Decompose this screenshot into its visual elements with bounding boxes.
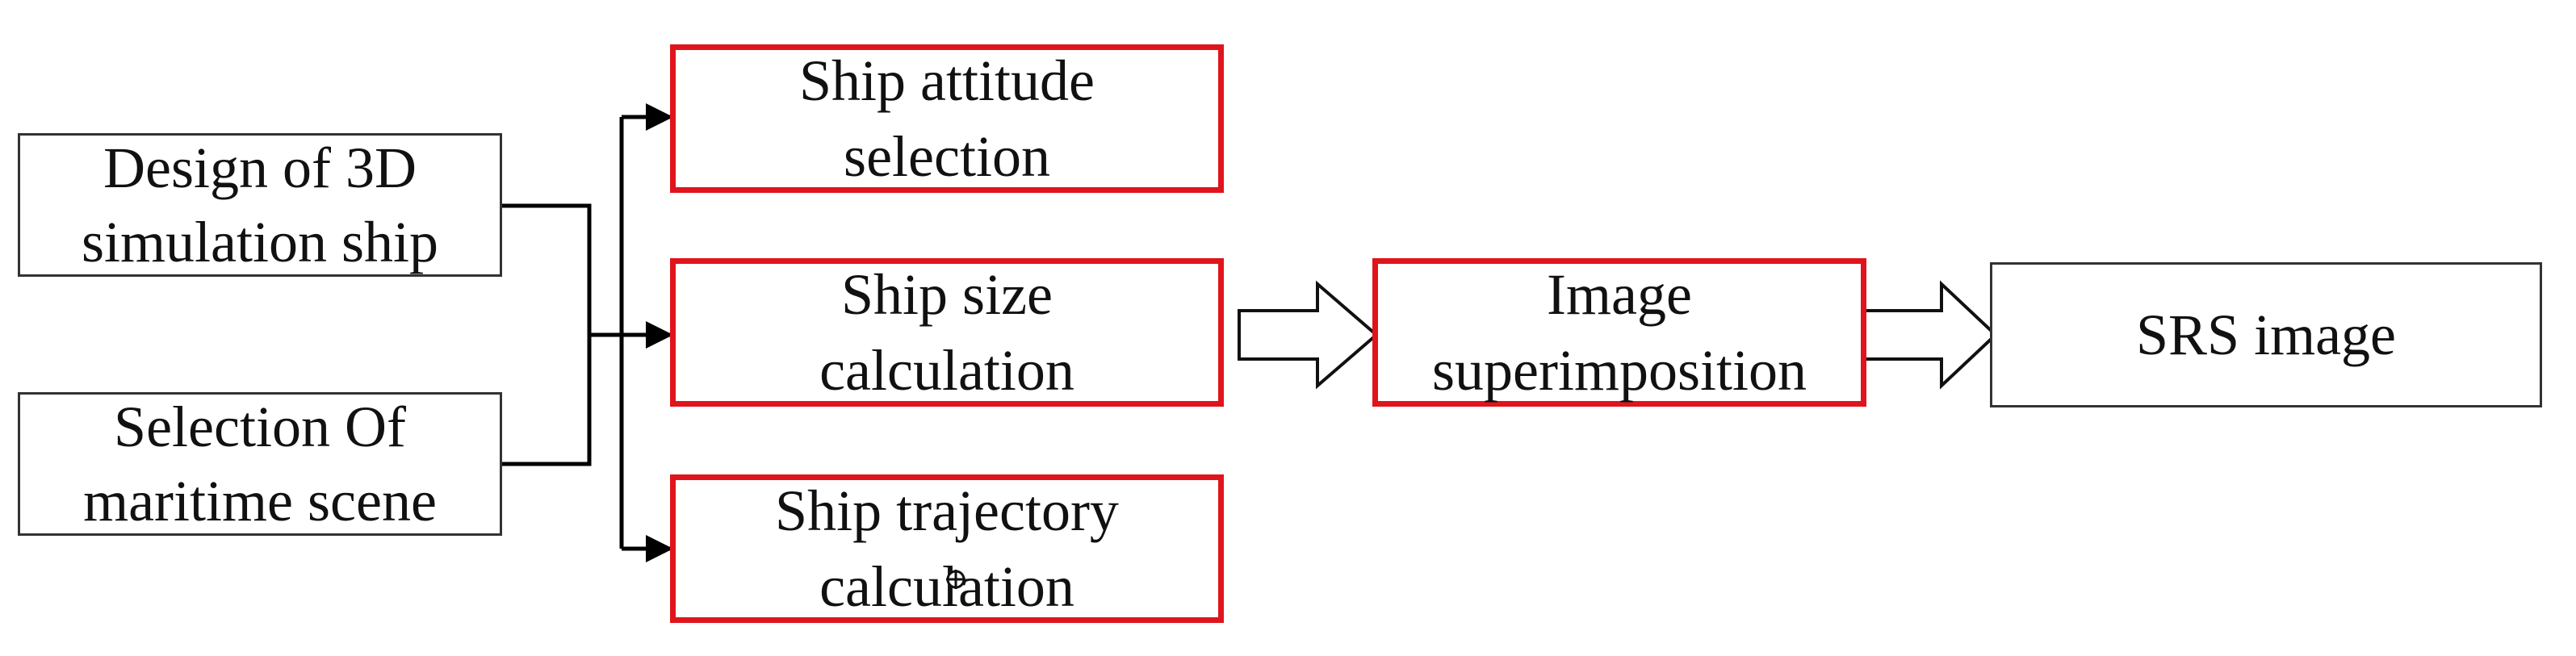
connector-design-to-bus	[501, 203, 592, 335]
design-ship-box: Design of 3D simulation ship	[18, 133, 502, 277]
arrowhead-size	[646, 321, 673, 349]
ship-size-box: Ship size calculation	[670, 258, 1224, 407]
ship-size-line2: calculation	[819, 338, 1074, 403]
superimposition-line1: Image	[1547, 262, 1692, 327]
maritime-scene-box: Selection Of maritime scene	[18, 392, 502, 536]
ship-size-line1: Ship size	[841, 262, 1053, 327]
srs-image-label: SRS image	[2135, 303, 2397, 367]
connector-scene-to-bus	[501, 335, 592, 466]
maritime-scene-line2: maritime scene	[83, 469, 437, 533]
ship-trajectory-line1: Ship trajectory	[775, 478, 1119, 543]
cursor-crosshair-icon	[946, 570, 965, 589]
ship-attitude-line2: selection	[844, 124, 1050, 189]
block-arrow-to-output	[1863, 280, 1998, 390]
maritime-scene-line1: Selection Of	[114, 395, 406, 459]
superimposition-line2: superimposition	[1432, 338, 1807, 403]
arrowhead-trajectory	[646, 535, 673, 562]
srs-image-box: SRS image	[1990, 262, 2542, 407]
ship-attitude-line1: Ship attitude	[799, 48, 1095, 113]
block-arrow-to-superimposition	[1238, 280, 1380, 390]
design-ship-line1: Design of 3D	[103, 136, 417, 200]
design-ship-line2: simulation ship	[81, 210, 439, 274]
image-superimposition-box: Image superimposition	[1372, 258, 1866, 407]
ship-attitude-box: Ship attitude selection	[670, 44, 1224, 193]
ship-trajectory-box: Ship trajectory calculation	[670, 474, 1224, 623]
arrowhead-attitude	[646, 103, 673, 131]
ship-trajectory-line2: calculation	[819, 554, 1074, 619]
